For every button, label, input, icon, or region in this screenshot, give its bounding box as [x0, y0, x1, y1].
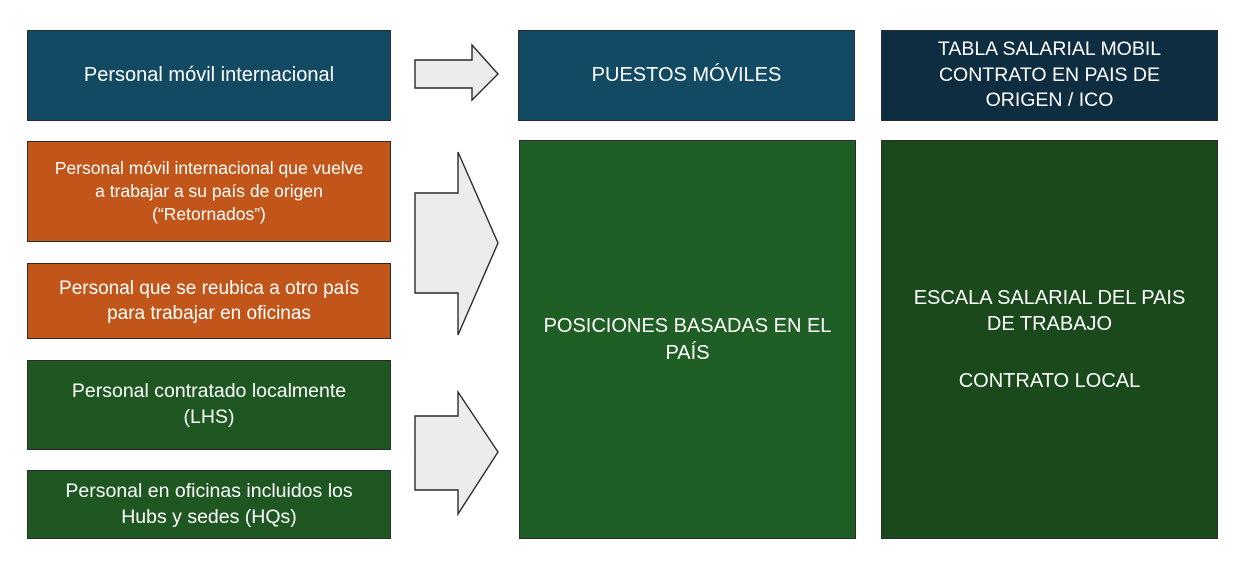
relocated-staff-label: Personal que se reubica a otro país para… [59, 277, 359, 324]
local-salary-scale-text: ESCALA SALARIAL DEL PAIS DE TRABAJO CONT… [900, 285, 1199, 394]
mobile-posts-box: PUESTOS MÓVILES [518, 30, 855, 121]
country-based-positions-box: POSICIONES BASADAS EN EL PAÍS [519, 140, 856, 539]
local-salary-scale-box: ESCALA SALARIAL DEL PAIS DE TRABAJO CONT… [881, 140, 1218, 539]
local-contract-label: CONTRATO LOCAL [958, 369, 1141, 392]
relocated-staff-box: Personal que se reubica a otro país para… [27, 263, 391, 339]
mobile-salary-table-label: TABLA SALARIAL MOBIL CONTRATO EN PAIS DE… [937, 38, 1162, 112]
mobile-international-staff-box: Personal móvil internacional [27, 30, 391, 121]
mobile-salary-table-box: TABLA SALARIAL MOBIL CONTRATO EN PAIS DE… [881, 30, 1218, 121]
arrow-right-icon-top [414, 43, 499, 102]
returnees-box: Personal móvil internacional que vuelve … [27, 141, 391, 242]
local-hire-label: Personal contratado localmente (LHS) [71, 380, 347, 428]
returnees-label: Personal móvil internacional que vuelve … [54, 157, 364, 225]
mobile-posts-label: PUESTOS MÓVILES [591, 64, 782, 87]
arrow-right-icon-bottom [414, 389, 499, 517]
country-based-positions-label: POSICIONES BASADAS EN EL PAÍS [543, 315, 832, 364]
mobile-international-staff-label: Personal móvil internacional [83, 64, 335, 87]
spacer [900, 338, 1199, 368]
offices-hubs-label: Personal en oficinas incluidos los Hubs … [65, 479, 353, 528]
arrow-right-icon-middle [414, 151, 499, 336]
local-hire-box: Personal contratado localmente (LHS) [27, 360, 391, 450]
offices-hubs-box: Personal en oficinas incluidos los Hubs … [27, 470, 391, 539]
local-salary-scale-label: ESCALA SALARIAL DEL PAIS DE TRABAJO [913, 286, 1186, 336]
